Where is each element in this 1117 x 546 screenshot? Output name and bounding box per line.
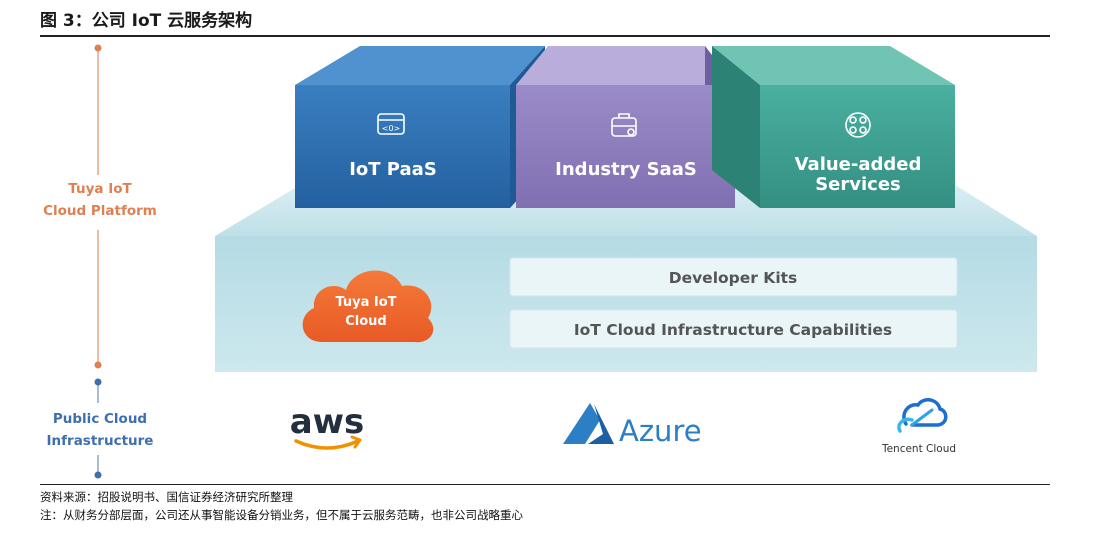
iot-paas-block: <0> IoT PaaS (295, 46, 545, 208)
footnote: 注：从财务分部层面，公司还从事智能设备分销业务，但不属于云服务范畴，也非公司战略… (40, 508, 523, 522)
value-added-label-line2: Services (815, 174, 901, 195)
axis-dot-mid (94, 361, 102, 369)
infrastructure-bar: IoT Cloud Infrastructure Capabilities (509, 309, 958, 349)
tencent-cloud-wordmark: Tencent Cloud (881, 443, 956, 455)
code-window-icon: <0> (377, 113, 405, 135)
industry-saas-label: Industry SaaS (555, 159, 697, 180)
tuya-cloud-shape: Tuya IoT Cloud (302, 270, 434, 343)
aws-wordmark: aws (290, 402, 365, 442)
infrastructure-label: IoT Cloud Infrastructure Capabilities (574, 321, 892, 339)
developer-kits-label: Developer Kits (669, 269, 798, 287)
axis-dot-top (94, 44, 102, 52)
tencent-cloud-logo: Tencent Cloud (881, 398, 956, 455)
aws-logo: aws (290, 402, 365, 450)
value-added-label-line1: Value-added (795, 154, 922, 175)
platform-label-line1: Tuya IoT (68, 181, 132, 197)
axis-dot-blue-bottom (94, 471, 102, 479)
azure-wordmark: Azure (619, 414, 702, 448)
tuya-cloud-label-line2: Cloud (345, 314, 387, 329)
tencent-cloud-icon (897, 398, 948, 433)
tuya-cloud-label-line1: Tuya IoT (335, 295, 396, 310)
figure-title: 图 3：公司 IoT 云服务架构 (40, 11, 253, 31)
architecture-diagram: Tuya IoT Cloud Platform Public Cloud Inf… (43, 44, 1037, 479)
public-cloud-label-line2: Infrastructure (47, 433, 154, 449)
title-divider (40, 35, 1050, 37)
azure-logo: Azure (563, 403, 702, 448)
public-cloud-label-line1: Public Cloud (53, 411, 147, 427)
puzzle-icon (845, 112, 871, 138)
briefcase-icon (611, 113, 637, 137)
iot-paas-label: IoT PaaS (349, 159, 437, 180)
developer-kits-bar: Developer Kits (509, 257, 958, 297)
left-axis (94, 44, 102, 479)
source-note: 资料来源：招股说明书、国信证券经济研究所整理 (40, 490, 293, 504)
svg-text:<0>: <0> (382, 124, 401, 133)
industry-saas-block: Industry SaaS (516, 46, 735, 208)
platform-label-line2: Cloud Platform (43, 203, 157, 219)
axis-dot-blue-top (94, 378, 102, 386)
azure-icon (563, 403, 600, 444)
footer-divider (40, 484, 1050, 485)
value-added-services-block: Value-added Services (712, 46, 955, 208)
